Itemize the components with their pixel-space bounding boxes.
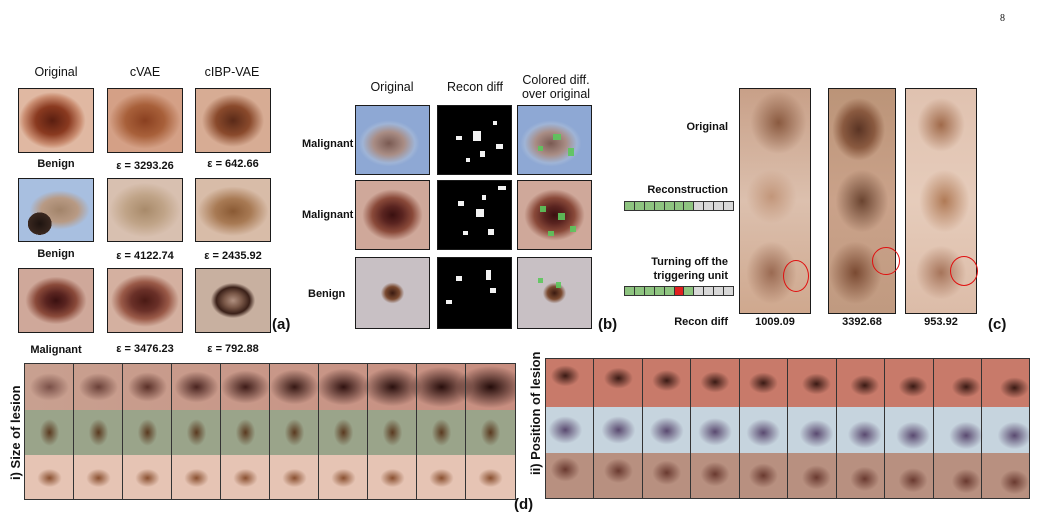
cibp-error-1: ε = 642.66 — [207, 158, 259, 170]
image-cvae-benign-1 — [107, 88, 183, 153]
label-c-recon-diff: Recon diff — [674, 316, 728, 328]
cvae-error-2: ε = 4122.74 — [116, 250, 174, 262]
label-c-turning-off-1: Turning off the — [651, 256, 728, 268]
image-b-original-2 — [355, 180, 430, 250]
image-b-diff-3 — [437, 257, 512, 329]
header-original: Original — [34, 65, 78, 79]
highlight-circle-1 — [783, 260, 809, 292]
recon-diff-2: 3392.68 — [842, 316, 882, 328]
image-b-colored-3 — [517, 257, 592, 329]
highlight-circle-2 — [872, 247, 900, 275]
header-colored-diff-1: Colored diff. — [522, 73, 590, 87]
label-c-turning-off-2: triggering unit — [653, 270, 728, 282]
header-original-b: Original — [370, 80, 414, 94]
image-b-colored-2 — [517, 180, 592, 250]
image-b-diff-2 — [437, 180, 512, 250]
image-original-benign-1 — [18, 88, 94, 153]
cvae-error-1: ε = 3293.26 — [116, 160, 174, 172]
image-cvae-malignant — [107, 268, 183, 333]
image-cibp-malignant — [195, 268, 271, 333]
panel-c-tag: (c) — [988, 316, 1007, 333]
image-cibp-benign-2 — [195, 178, 271, 242]
label-size-of-lesion: i) Size of lesion — [8, 385, 23, 480]
header-colored-diff-2: over original — [521, 87, 591, 101]
label-row-1: Benign — [37, 158, 75, 170]
label-c-original: Original — [686, 121, 728, 133]
position-of-lesion-grid — [545, 358, 1030, 499]
size-of-lesion-grid — [24, 363, 516, 500]
panel-d-tag: (d) — [514, 496, 534, 513]
image-b-diff-1 — [437, 105, 512, 175]
highlight-circle-3 — [950, 256, 978, 286]
panel-b-tag: (b) — [598, 316, 618, 333]
recon-diff-3: 953.92 — [924, 316, 958, 328]
image-cibp-benign-1 — [195, 88, 271, 153]
image-c-column-2 — [828, 88, 896, 314]
image-b-original-3 — [355, 257, 430, 329]
label-b-row-1: Malignant — [302, 138, 354, 150]
latent-bar-triggering-off — [624, 286, 734, 296]
image-original-benign-2 — [18, 178, 94, 242]
cvae-error-3: ε = 3476.23 — [116, 343, 174, 355]
header-cibp-vae: cIBP-VAE — [204, 65, 260, 79]
label-b-row-3: Benign — [308, 288, 346, 300]
image-original-malignant — [18, 268, 94, 333]
label-row-2: Benign — [37, 248, 75, 260]
cibp-error-2: ε = 2435.92 — [204, 250, 262, 262]
header-recon-diff: Recon diff — [446, 80, 504, 94]
page-number: 8 — [1000, 13, 1005, 24]
recon-diff-1: 1009.09 — [755, 316, 795, 328]
image-b-colored-1 — [517, 105, 592, 175]
label-row-3: Malignant — [30, 344, 82, 356]
latent-bar-reconstruction — [624, 201, 734, 211]
label-c-reconstruction: Reconstruction — [647, 184, 728, 196]
image-cvae-benign-2 — [107, 178, 183, 242]
image-b-original-1 — [355, 105, 430, 175]
label-position-of-lesion: ii) Position of lesion — [528, 351, 543, 476]
header-cvae: cVAE — [129, 65, 161, 79]
label-b-row-2: Malignant — [302, 209, 354, 221]
panel-a-tag: (a) — [272, 316, 291, 333]
cibp-error-3: ε = 792.88 — [207, 343, 259, 355]
